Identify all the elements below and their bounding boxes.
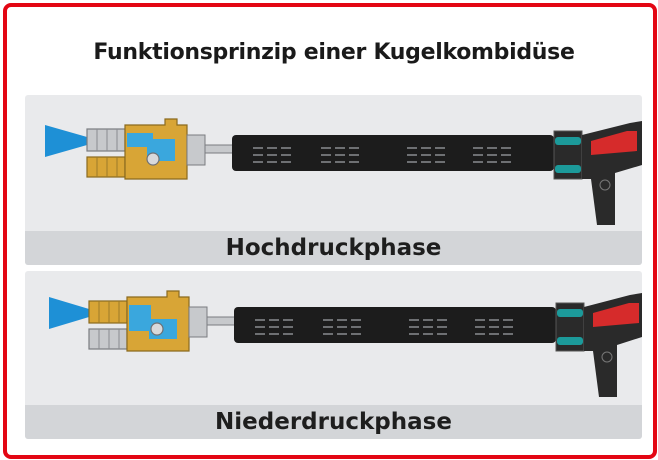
gun-screw — [599, 179, 611, 191]
trigger-red-grip — [591, 131, 637, 155]
connector-nut — [188, 306, 208, 338]
spray-cone — [49, 297, 89, 329]
phase-label: Hochdruckphase — [25, 231, 642, 265]
lance-illustration-low — [49, 290, 642, 397]
teal-collar-top — [557, 309, 583, 317]
steel-nozzle — [86, 128, 126, 152]
teal-collar-bottom — [555, 165, 581, 173]
lance-tube — [232, 135, 554, 171]
teal-collar-bottom — [557, 337, 583, 345]
valve-ball — [146, 152, 160, 166]
phase-label: Niederdruckphase — [25, 405, 642, 439]
fluid-channel — [129, 305, 177, 339]
diagram-title: Funktionsprinzip einer Kugelkombidüse — [93, 40, 575, 65]
diagram-frame: Funktionsprinzip einer Kugelkombidüse — [3, 3, 657, 459]
panel-low-pressure: Niederdruckphase — [25, 271, 642, 439]
lance-tube — [234, 307, 556, 343]
trigger-red-grip — [593, 303, 639, 327]
panel-high-pressure: Hochdruckphase — [25, 95, 642, 265]
valve-ball — [150, 322, 164, 336]
steel-nozzle — [88, 328, 128, 350]
brass-nozzle — [86, 156, 126, 178]
brass-nozzle — [88, 300, 128, 324]
lance-pipe — [204, 144, 236, 154]
lance-pipe — [206, 316, 238, 326]
gun-screw — [601, 351, 613, 363]
lance-illustration-high — [45, 118, 642, 225]
fluid-channel — [127, 133, 175, 161]
teal-collar-top — [555, 137, 581, 145]
spray-cone — [45, 125, 87, 157]
connector-nut — [186, 134, 206, 166]
